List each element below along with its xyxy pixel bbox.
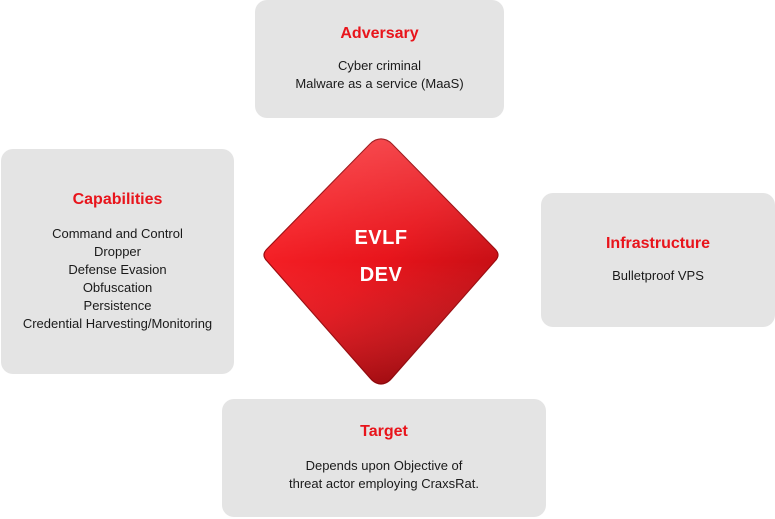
infrastructure-line: Bulletproof VPS [612,268,704,283]
adversary-card: Adversary Cyber criminal Malware as a se… [255,0,504,118]
adversary-line: Cyber criminal [337,58,422,73]
capabilities-line: Persistence [83,297,152,313]
capabilities-line: Credential Harvesting/Monitoring [22,315,213,331]
target-card: Target Depends upon Objective of threat … [222,399,546,517]
capabilities-card: Capabilities Command and Control Dropper… [1,149,234,374]
infrastructure-title: Infrastructure [605,235,711,252]
adversary-details: Cyber criminal Malware as a service (Maa… [295,57,463,93]
capabilities-line: Defense Evasion [68,261,167,277]
infrastructure-details: Bulletproof VPS [612,267,704,285]
capabilities-line: Dropper [94,243,141,259]
diamond-highlight [264,139,498,384]
diamond-label-bottom: DEV [359,264,403,286]
diamond-shape [263,138,499,385]
target-line: threat actor employing CraxsRat. [288,476,480,491]
diamond-label-top: EVLF [354,227,408,249]
capabilities-title: Capabilities [72,190,163,208]
adversary-line: Malware as a service (MaaS) [295,76,464,91]
infrastructure-card: Infrastructure Bulletproof VPS [541,193,775,327]
capabilities-details: Command and Control Dropper Defense Evas… [23,225,212,333]
target-details: Depends upon Objective of threat actor e… [289,457,479,493]
center-diamond: EVLF DEV [256,133,506,387]
adversary-title: Adversary [340,25,419,42]
target-title: Target [360,423,408,440]
capabilities-line: Obfuscation [82,279,153,295]
target-line: Depends upon Objective of [305,458,463,473]
capabilities-line: Command and Control [52,225,183,241]
